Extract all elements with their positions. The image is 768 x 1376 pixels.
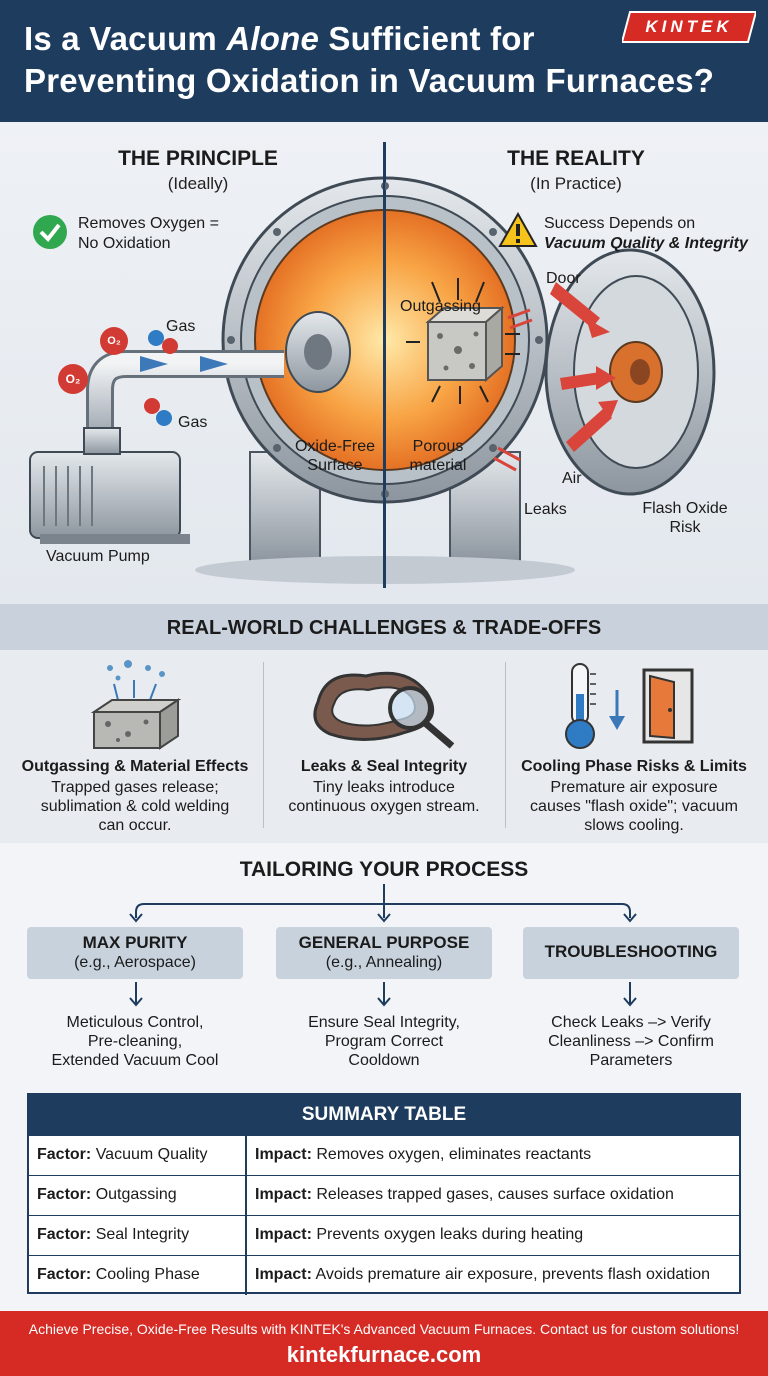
footer-tagline: Achieve Precise, Oxide-Free Results with…: [28, 1321, 740, 1337]
troubleshooting-box: TROUBLESHOOTING: [523, 927, 739, 979]
page-title-line-2: Preventing Oxidation in Vacuum Furnaces?: [24, 62, 715, 99]
summary-table: SUMMARY TABLE Factor: Vacuum Quality Imp…: [27, 1093, 741, 1295]
general-purpose-box: GENERAL PURPOSE (e.g., Annealing): [276, 927, 492, 979]
thermometer-icon: [565, 663, 596, 749]
outgassing-arrows: [406, 278, 520, 404]
tailoring-connectors: [129, 884, 637, 1007]
warning-text-2: Vacuum Quality & Integrity: [544, 235, 748, 252]
seal-gasket-icon: [313, 671, 455, 749]
check-icon: [33, 215, 67, 249]
door-label: Door: [546, 270, 581, 287]
check-text-2: No Oxidation: [78, 235, 171, 252]
max-purity-box: MAX PURITY (e.g., Aerospace): [27, 927, 243, 979]
challenge-separator-2: [505, 662, 506, 828]
general-purpose-sub: (e.g., Annealing): [325, 954, 443, 971]
challenge-separator-1: [263, 662, 264, 828]
leaks-label: Leaks: [524, 501, 567, 518]
challenge-title-2: Leaks & Seal Integrity: [300, 758, 468, 775]
table-row: Factor: Outgassing Impact: Releases trap…: [29, 1175, 739, 1215]
oxide-free-part: [285, 311, 351, 393]
reality-title: THE REALITY: [507, 147, 645, 170]
o2-molecule-2: O₂: [58, 364, 88, 394]
warning-text-1: Success Depends on: [544, 215, 696, 232]
challenges-title: REAL-WORLD CHALLENGES & TRADE-OFFS: [166, 617, 602, 639]
leak-marks: [493, 308, 533, 472]
principle-subtitle: (Ideally): [167, 174, 229, 193]
challenge-title-1: Outgassing & Material Effects: [21, 758, 249, 775]
vacuum-pump: [29, 427, 190, 544]
principle-title: THE PRINCIPLE: [118, 147, 278, 170]
max-purity-text: Meticulous Control,Pre-cleaning,Extended…: [51, 1014, 219, 1069]
vacuum-pump-label: Vacuum Pump: [46, 548, 150, 565]
section-divider: [383, 142, 385, 588]
challenge-title-3: Cooling Phase Risks & Limits: [521, 758, 747, 775]
max-purity-sub: (e.g., Aerospace): [74, 954, 196, 971]
o2-molecule-1: O₂: [100, 327, 128, 355]
furnace-illustration: [29, 142, 716, 588]
porous-block: [425, 305, 505, 383]
challenge-text-1: Trapped gases release;sublimation & cold…: [40, 779, 230, 834]
outgassing-block-icon: [90, 660, 182, 750]
table-row: Factor: Vacuum Quality Impact: Removes o…: [29, 1135, 739, 1175]
summary-table-title: SUMMARY TABLE: [29, 1095, 739, 1135]
tailoring-title: TAILORING YOUR PROCESS: [239, 858, 529, 881]
table-row: Factor: Cooling Phase Impact: Avoids pre…: [29, 1255, 739, 1295]
door-icon: [642, 668, 694, 744]
check-text-1: Removes Oxygen =: [78, 215, 219, 232]
air-label: Air: [562, 470, 582, 487]
footer: Achieve Precise, Oxide-Free Results with…: [0, 1311, 768, 1376]
outgassing-label: Outgassing: [400, 298, 481, 315]
reality-subtitle: (In Practice): [530, 174, 622, 193]
troubleshooting-title: TROUBLESHOOTING: [544, 942, 718, 961]
warning-icon: [498, 212, 538, 247]
gas-molecules: [144, 330, 178, 426]
header: Is a Vacuum Alone Sufficient for Prevent…: [0, 0, 768, 122]
gas-label-2: Gas: [178, 414, 208, 431]
kintek-logo: KINTEK: [620, 10, 758, 44]
gas-label-1: Gas: [166, 318, 196, 335]
general-purpose-title: GENERAL PURPOSE: [298, 933, 470, 952]
footer-url-link[interactable]: kintekfurnace.com: [286, 1342, 482, 1367]
arrow-down-icon: [609, 690, 625, 730]
challenges-band: [0, 604, 768, 650]
vacuum-pipe: [86, 350, 284, 438]
max-purity-title: MAX PURITY: [82, 933, 188, 952]
page-title-line-1: Is a Vacuum Alone Sufficient for: [24, 20, 535, 57]
table-row: Factor: Seal Integrity Impact: Prevents …: [29, 1215, 739, 1255]
air-leak-arrows: [550, 282, 618, 452]
